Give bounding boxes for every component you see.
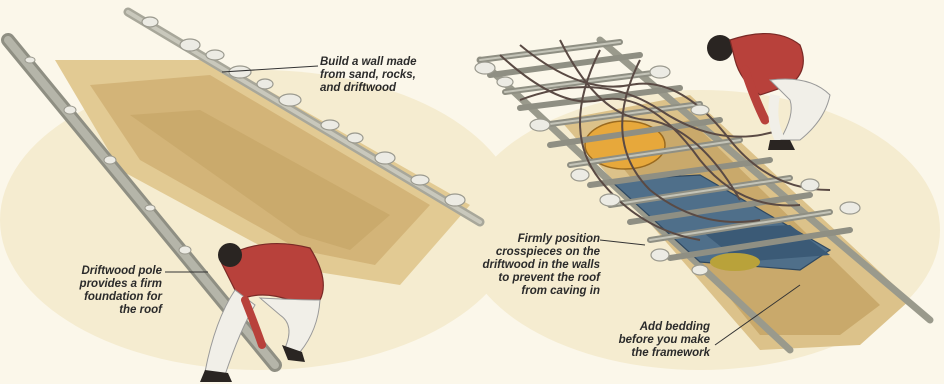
grass-bedding xyxy=(710,253,760,271)
callout-pole: Driftwood pole provides a firm foundatio… xyxy=(62,265,162,317)
callout-wall: Build a wall made from sand, rocks, and … xyxy=(320,56,417,95)
callout-crosspieces: Firmly position crosspieces on the drift… xyxy=(460,233,600,298)
callout-bedding: Add bedding before you make the framewor… xyxy=(600,321,710,360)
